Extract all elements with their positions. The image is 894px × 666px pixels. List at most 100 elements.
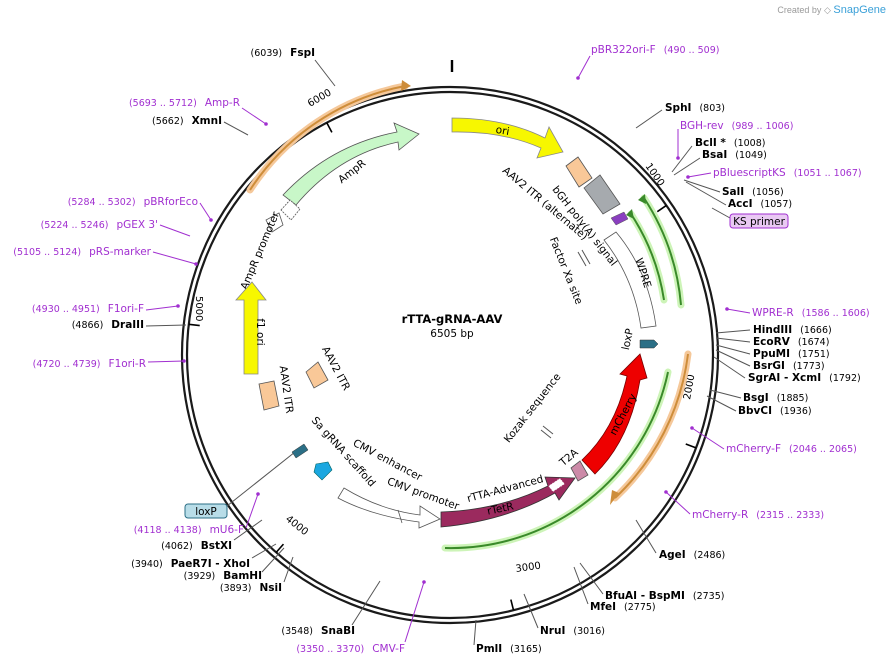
tick-mark-1000 (656, 204, 667, 213)
primer-leader-line (245, 493, 259, 529)
site-text: BbvCI(1936) (738, 405, 812, 417)
primer-label-12[interactable]: (5284 .. 5302) pBRforEco (68, 196, 198, 208)
primer-label-7[interactable]: (4118 .. 4138)mU6-F (134, 524, 244, 536)
primer-position: (5284 .. 5302) (68, 197, 136, 208)
site-name: BfuAI - BspMI (605, 590, 685, 602)
primer-mark (194, 262, 198, 266)
primer-leader-line (199, 202, 212, 221)
primer-leader-line (147, 360, 185, 363)
site-name: BsaI (702, 149, 727, 161)
site-text: SgrAI - XcmI(1792) (748, 372, 861, 384)
site-text: (5662)XmnI (152, 115, 222, 127)
site-label-17[interactable]: PmlI(3165) (476, 643, 542, 655)
primer-label-13[interactable]: (5693 .. 5712)Amp-R (129, 97, 240, 109)
loxp-left-shape[interactable] (291, 443, 309, 459)
primer-position: (5693 .. 5712) (129, 98, 197, 109)
site-label-0[interactable]: (6039)FspI (251, 47, 315, 59)
primer-name: F1ori-F (108, 303, 144, 315)
site-label-2[interactable]: BclI *(1008) (695, 137, 765, 149)
primer-label-4[interactable]: mCherry-F(2046 .. 2065) (726, 443, 857, 455)
loxp-rect (184, 503, 228, 519)
primer-label-11[interactable]: (5224 .. 5246)pGEX 3' (41, 219, 158, 231)
site-label-9[interactable]: BsrGI(1773) (753, 360, 825, 372)
site-position: (1751) (798, 349, 830, 360)
site-leader-line (709, 389, 742, 399)
site-label-20[interactable]: (3929)BamHI (184, 570, 262, 582)
mcherry-outer-strand (614, 353, 689, 499)
aav2-itr-inner[interactable] (305, 361, 329, 389)
wpre-shape[interactable] (603, 231, 657, 329)
site-leader-line (683, 179, 721, 193)
primer-label-8[interactable]: (4720 .. 4739)F1ori-R (33, 358, 146, 370)
site-leader-line (671, 145, 693, 173)
site-label-11[interactable]: BsgI(1885) (743, 392, 808, 404)
credit-brand: SnapGene (833, 4, 886, 16)
site-label-12[interactable]: BbvCI(1936) (738, 405, 812, 417)
site-text: BsgI(1885) (743, 392, 808, 404)
scaffold-shape[interactable] (313, 461, 333, 481)
site-label-14[interactable]: BfuAI - BspMI(2735) (605, 590, 724, 602)
ampr-arrow[interactable] (282, 122, 420, 206)
aav2-itr-left[interactable] (258, 380, 280, 411)
primer-position: (4930 .. 4951) (32, 304, 100, 315)
loxp-box[interactable]: loxP (184, 503, 228, 519)
primer-name: pBRforEco (144, 196, 198, 208)
primer-mark (725, 307, 729, 311)
site-position: (3893) (220, 583, 252, 594)
mcherry-arrow[interactable] (581, 353, 648, 475)
t2a-shape[interactable] (570, 460, 589, 482)
site-label-23[interactable]: (4866)DraIII (72, 319, 144, 331)
site-label-4[interactable]: SalI(1056) (722, 186, 784, 198)
primer-position: (2315 .. 2333) (756, 510, 824, 521)
site-label-16[interactable]: NruI(3016) (540, 625, 605, 637)
site-label-24[interactable]: (5662)XmnI (152, 115, 222, 127)
site-label-8[interactable]: PpuMI (1751) (753, 348, 830, 360)
site-name: PpuMI (753, 348, 790, 360)
site-label-19[interactable]: (3893)NsiI (220, 582, 282, 594)
site-label-18[interactable]: (3548)SnaBI (281, 625, 355, 637)
site-label-6[interactable]: HindIII(1666) (753, 324, 832, 336)
site-label-7[interactable]: EcoRV(1674) (753, 336, 829, 348)
primer-label-10[interactable]: (5105 .. 5124)pRS-marker (13, 246, 151, 258)
loxp-inner-shape[interactable] (639, 339, 659, 349)
rtetr-arrow[interactable] (440, 476, 576, 528)
site-label-10[interactable]: SgrAI - XcmI(1792) (748, 372, 861, 384)
site-label-15[interactable]: MfeI(2775) (590, 601, 656, 613)
primer-label-3[interactable]: WPRE-R(1586 .. 1606) (752, 307, 870, 319)
primer-label-9[interactable]: (4930 .. 4951) F1ori-F (32, 303, 144, 315)
primer-text: (4930 .. 4951) F1ori-F (32, 303, 144, 315)
site-label-3[interactable]: BsaI(1049) (702, 149, 767, 161)
ks-primer-box[interactable]: KS primer (729, 213, 789, 229)
primer-mark (209, 218, 213, 222)
site-label-5[interactable]: AccI(1057) (728, 198, 792, 210)
primer-leader-line (241, 107, 267, 125)
site-label-13[interactable]: AgeI(2486) (659, 549, 725, 561)
site-leader-line (261, 547, 285, 573)
primer-position: (989 .. 1006) (732, 121, 794, 132)
bgh-polya[interactable] (583, 174, 621, 215)
primer-label-6[interactable]: (3350 .. 3370)CMV-F (296, 643, 405, 655)
site-position: (3165) (510, 644, 542, 655)
site-text: MfeI(2775) (590, 601, 656, 613)
site-label-1[interactable]: SphI(803) (665, 102, 725, 114)
site-position: (1885) (777, 393, 809, 404)
aav2-itr-alt[interactable] (565, 156, 593, 188)
site-leader-line (685, 181, 727, 206)
f1-ori-arrow[interactable] (235, 281, 267, 375)
credit-text: Created by (777, 5, 822, 15)
primer-label-1[interactable]: BGH-rev(989 .. 1006) (680, 120, 793, 132)
site-label-21[interactable]: (3940)PaeR7I - XhoI (131, 558, 250, 570)
site-leader-line (573, 566, 589, 605)
primer-mark (690, 426, 694, 430)
backbone-inner (185, 90, 715, 620)
site-label-22[interactable]: (4062)BstXI (161, 540, 232, 552)
site-position: (1056) (752, 187, 784, 198)
site-leader-line (715, 329, 751, 334)
site-name: SnaBI (321, 625, 355, 637)
primer-label-5[interactable]: mCherry-R(2315 .. 2333) (692, 509, 824, 521)
primer-mark (576, 76, 580, 80)
cmv-shape[interactable] (337, 487, 441, 529)
ori-arrow[interactable] (451, 117, 564, 159)
primer-label-2[interactable]: pBluescriptKS(1051 .. 1067) (713, 167, 862, 179)
primer-label-0[interactable]: pBR322ori-F(490 .. 509) (591, 44, 719, 56)
